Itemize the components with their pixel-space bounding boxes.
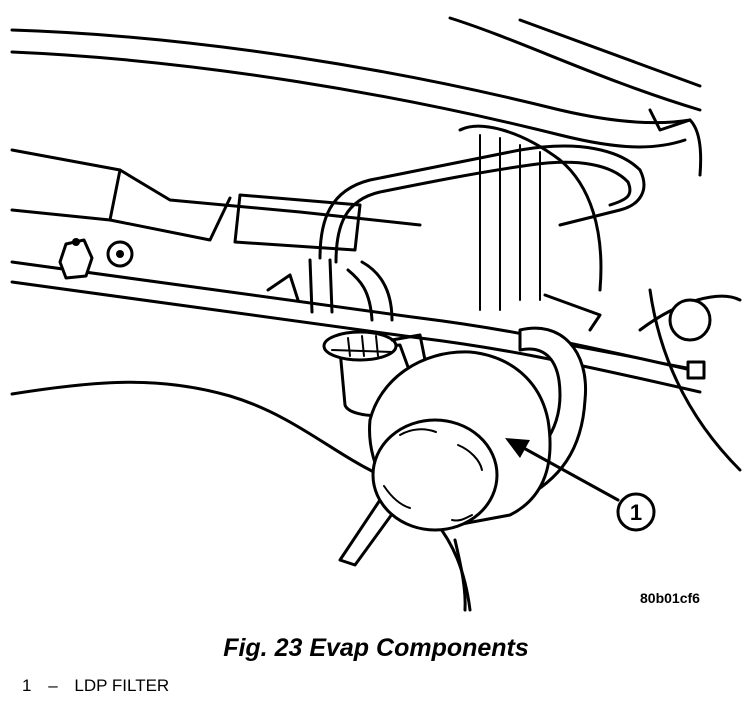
vacuum-hoses xyxy=(266,144,646,322)
upper-body-panel xyxy=(10,16,703,177)
legend-item-label: LDP FILTER xyxy=(74,676,170,695)
figure-code: 80b01cf6 xyxy=(640,590,700,606)
legend: 1 – LDP FILTER xyxy=(22,676,169,696)
callout-number: 1 xyxy=(630,500,642,525)
legend-item: 1 – LDP FILTER xyxy=(22,676,169,696)
fuel-tank-shield xyxy=(458,124,742,472)
evap-components-illustration: 1 xyxy=(10,16,742,612)
ldp-filter xyxy=(368,350,552,532)
crossmember xyxy=(10,148,422,252)
hose-clip xyxy=(58,238,134,280)
callout-1: 1 xyxy=(505,438,656,532)
legend-item-number: 1 xyxy=(22,676,32,695)
legend-item-separator: – xyxy=(48,676,58,695)
figure-caption: Fig. 23 Evap Components xyxy=(223,634,529,662)
